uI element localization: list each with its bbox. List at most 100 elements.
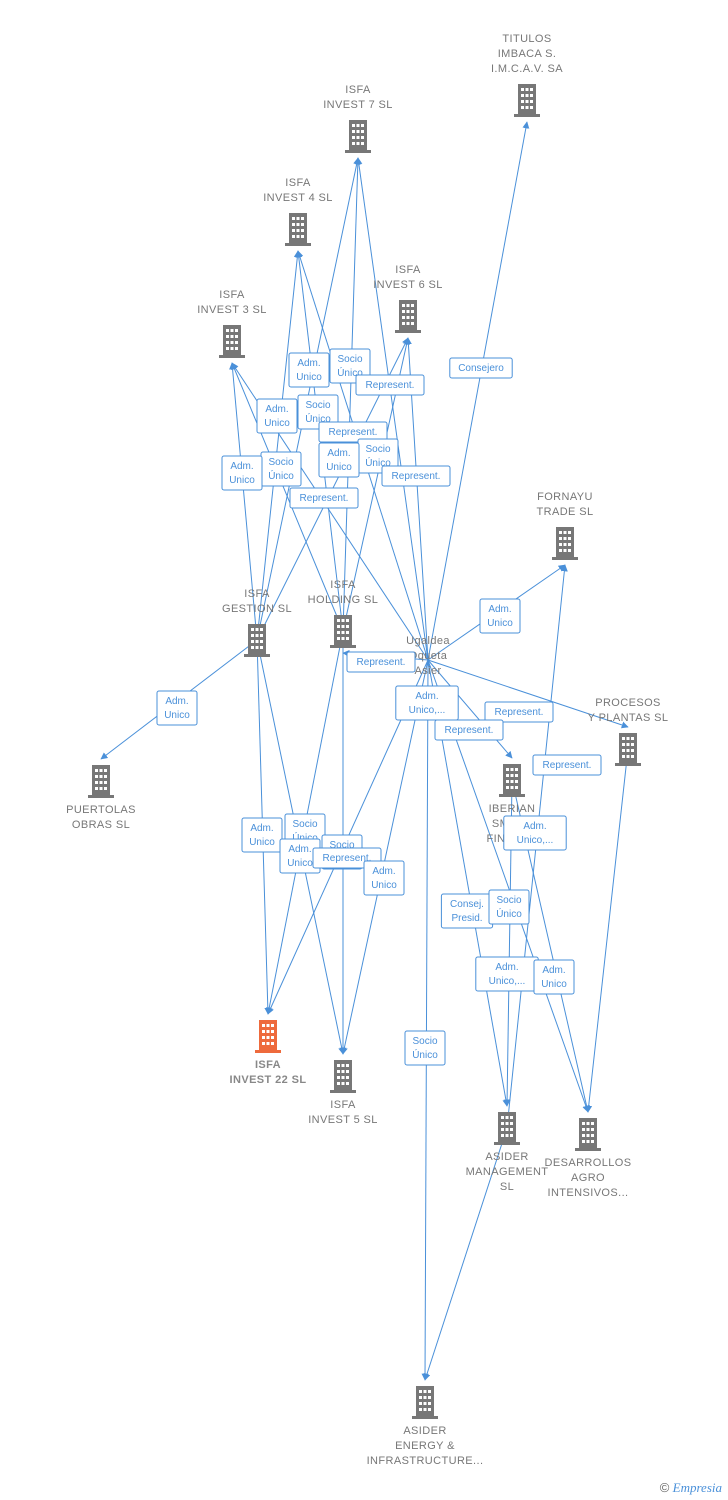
node-label: PROCESOS (595, 697, 661, 709)
edge-label-text: Represent. (445, 725, 494, 736)
edge-label-text: Adm. (250, 823, 273, 834)
node-label: Asier (414, 665, 441, 677)
edge-label-text: Socio (337, 354, 362, 365)
node-isfa4[interactable]: ISFA INVEST 4 SL (263, 177, 333, 246)
edge-label-ugaldea-to-isfa22[interactable]: Adm.Unico,... (395, 685, 459, 721)
edge-label-gestion-to-isfa3[interactable]: Adm.Unico (221, 455, 263, 491)
node-label: I.M.C.A.V. SA (491, 63, 563, 75)
edge-label-ugaldea-to-holding[interactable]: Represent. (346, 651, 416, 673)
node-label: ISFA (285, 177, 311, 189)
edge-label-ugaldea-to-isfa6[interactable]: Represent. (381, 465, 451, 487)
node-label: INVEST 3 SL (197, 304, 267, 316)
edge-line-ugaldea-to-isfa7 (355, 157, 429, 661)
edge-label-text: Adm. (297, 358, 320, 369)
node-procesos[interactable]: PROCESOS Y PLANTAS SL (588, 697, 669, 766)
edge-label-gestion-to-isfa6[interactable]: Adm. Unico (318, 442, 360, 478)
edges-layer (100, 121, 629, 1381)
edge-line-ugaldea-to-procesos (427, 659, 629, 729)
edge-label-text: Represent. (357, 657, 406, 668)
edge-label-text: Unico (296, 372, 322, 383)
node-label: Y PLANTAS SL (588, 712, 669, 724)
brand-logo: Empresia (672, 1480, 722, 1495)
edge-label-ugaldea-to-isfa7[interactable]: Represent. (355, 374, 425, 396)
edge-label-ugaldea-to-asider_energy[interactable]: Adm. Unico (533, 959, 575, 995)
node-label: ASIDER (403, 1425, 446, 1437)
node-label: IMBACA S. (498, 48, 557, 60)
edge-label-text: Adm. (372, 866, 395, 877)
copyright-footer[interactable]: © Empresia (660, 1480, 722, 1496)
edge-label-ugaldea-to-iberian[interactable]: Represent. (434, 719, 504, 741)
edge-label-gestion-to-isfa4[interactable]: Adm.Unico (256, 398, 298, 434)
edge-label-text: Unico (326, 462, 352, 473)
edge-label-ugaldea-to-desarrollos[interactable]: Represent. (532, 754, 602, 776)
node-label: ISFA (330, 1099, 356, 1111)
edge-label-text: Represent. (543, 760, 592, 771)
edge-label-text: Unico (541, 979, 567, 990)
node-label: Ugaldea (406, 635, 450, 647)
node-label: MANAGEMENT (466, 1166, 549, 1178)
node-label: INFRASTRUCTURE... (367, 1455, 484, 1467)
edge-label-text: Adm. (542, 965, 565, 976)
edge-label-ugaldea-to-asider_mgmt[interactable]: Adm.Unico (363, 860, 405, 896)
edge-line-holding-to-isfa3 (231, 362, 344, 632)
edge-label-gestion-to-isfa22[interactable]: Adm.Unico (241, 817, 283, 853)
edge-label-ugaldea-to-procesos[interactable]: Represent. (484, 701, 554, 723)
edge-label-text: Adm. (523, 821, 546, 832)
edge-label-text: Socio (329, 840, 354, 851)
edge-label-ugaldea-to-isfa4[interactable]: Represent. (318, 421, 388, 443)
node-label: PUERTOLAS (66, 804, 136, 816)
node-label: INTENSIVOS... (548, 1187, 629, 1199)
edge-label-ugaldea-to-titulos[interactable]: Consejero (449, 357, 513, 379)
edge-label-text: Único (496, 907, 522, 920)
edge-label-gestion-to-puertolas[interactable]: Adm.Unico (156, 690, 198, 726)
edge-label-ugaldea-to-fornayu[interactable]: Adm.Unico (479, 598, 521, 634)
node-label: INVEST 4 SL (263, 192, 333, 204)
edge-label-text: Represent. (329, 427, 378, 438)
node-desarrollos[interactable]: DESARROLLOSAGROINTENSIVOS... (545, 1118, 632, 1199)
edge-label-iberian-to-asider_mgmt[interactable]: Consej.Presid. (440, 893, 494, 929)
node-label: ISFA (244, 588, 270, 600)
edge-label-asider_mgmt-to-fornayu[interactable]: Adm.Unico,... (475, 956, 539, 992)
edge-line-asider_mgmt-to-asider_energy (423, 1127, 508, 1381)
node-label: Oqueta (409, 650, 448, 662)
node-label: HOLDING SL (308, 594, 379, 606)
building-icon (345, 120, 371, 153)
edge-line-procesos-to-desarrollos (585, 748, 629, 1113)
building-icon (552, 527, 578, 560)
edge-label-ugaldea-to-isfa3[interactable]: Represent. (289, 487, 359, 509)
building-icon (219, 325, 245, 358)
edge-label-text: Represent. (366, 380, 415, 391)
building-icon (244, 624, 270, 657)
edge-line-ugaldea-to-asider_energy (421, 659, 429, 1381)
edge-label-text: Represent. (300, 493, 349, 504)
edge-label-procesos-to-desarrollos[interactable]: Adm.Unico,... (503, 815, 567, 851)
building-icon (330, 615, 356, 648)
node-label: ISFA (345, 84, 371, 96)
node-label: INVEST 6 SL (373, 279, 443, 291)
edge-line-ugaldea-to-iberian (427, 659, 513, 759)
edge-label-text: Único (268, 469, 294, 482)
edge-line-gestion-to-isfa4 (256, 250, 301, 641)
node-label: AGRO (571, 1172, 605, 1184)
edge-label-gestion-to-isfa7[interactable]: Adm. Unico (288, 352, 330, 388)
edge-label-text: Adm. (327, 448, 350, 459)
edge-label-text: Socio (365, 444, 390, 455)
